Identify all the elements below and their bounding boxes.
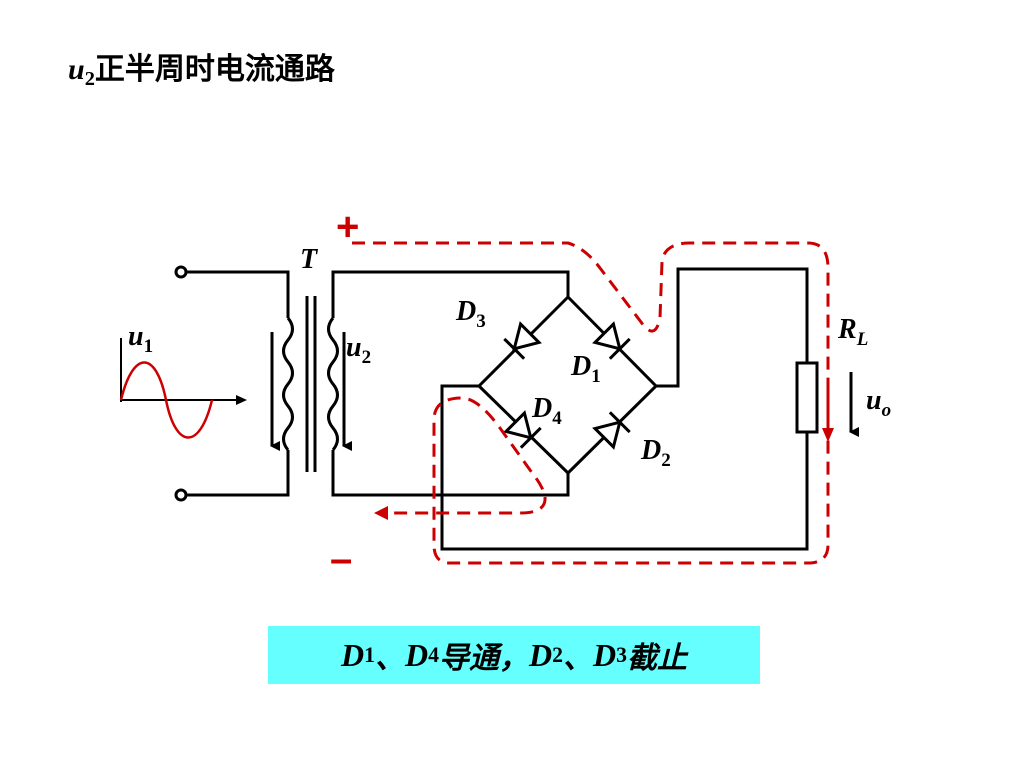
- output-wire-negative: [440, 384, 809, 551]
- current-direction-arrowhead-left: [374, 506, 388, 520]
- d1-label-var: D: [570, 351, 591, 382]
- voltage-arrows: [270, 332, 859, 451]
- title-subscript: 2: [84, 68, 95, 91]
- u1-label-sub: 1: [144, 336, 154, 357]
- note-d4-var: D: [405, 636, 429, 673]
- note-d3-var: D: [592, 636, 617, 673]
- diode-d3-symbol: [503, 321, 542, 360]
- input-terminal-bottom: [174, 488, 188, 502]
- output-side: [440, 267, 819, 551]
- sine-wave: [119, 361, 214, 439]
- uo-label-sub: o: [882, 400, 892, 421]
- d2-label-sub: 2: [661, 450, 671, 471]
- d2-label: D2: [640, 435, 671, 471]
- current-path: [352, 241, 830, 565]
- note-separator-2: 、: [562, 641, 593, 676]
- note-d2-var: D: [529, 636, 553, 673]
- rl-label-sub: L: [856, 329, 869, 350]
- positive-sign: +: [336, 205, 359, 249]
- primary-winding-coil: [282, 317, 294, 451]
- diode-bridge: [477, 295, 658, 475]
- u1-label: u1: [128, 321, 153, 357]
- note-d3-sub: 3: [616, 642, 627, 667]
- d1-label: D1: [570, 351, 601, 387]
- secondary-wire-bottom: [331, 450, 570, 497]
- transformer-label: T: [300, 244, 319, 275]
- u2-label-sub: 2: [362, 347, 372, 368]
- title-text: 正半周时电流通路: [94, 52, 335, 87]
- current-direction-arrowhead-down: [822, 428, 834, 442]
- d4-label-var: D: [531, 393, 552, 424]
- u2-label-var: u: [346, 332, 362, 363]
- secondary-side: [327, 270, 570, 497]
- diode-d1-symbol: [592, 321, 631, 360]
- waveform-x-axis-arrowhead: [236, 395, 247, 405]
- note-d1-sub: 1: [364, 642, 376, 667]
- diode-d4-symbol: [503, 410, 542, 449]
- uo-label-var: u: [866, 385, 882, 416]
- rl-label: RL: [837, 314, 868, 350]
- current-path-top: [352, 241, 830, 565]
- input-terminal-top: [174, 265, 188, 279]
- note-conducting-text: 导通，: [439, 641, 529, 676]
- secondary-winding-coil: [327, 317, 339, 451]
- diode-d2-symbol: [592, 411, 631, 450]
- title-variable: u: [68, 53, 85, 86]
- uo-label: uo: [866, 385, 891, 421]
- d2-label-var: D: [640, 435, 661, 466]
- secondary-wire-top: [331, 270, 570, 318]
- u1-label-var: u: [128, 321, 144, 352]
- negative-sign: –: [330, 537, 352, 581]
- input-waveform: [119, 338, 247, 439]
- page-title: u2正半周时电流通路: [68, 44, 335, 90]
- primary-side: [174, 265, 294, 502]
- d3-label: D3: [455, 296, 486, 332]
- note-d1-var: D: [341, 636, 365, 673]
- note-separator-1: 、: [375, 641, 406, 676]
- primary-wire-top: [186, 270, 290, 318]
- d4-label-sub: 4: [552, 408, 562, 429]
- output-wire-positive: [656, 267, 809, 388]
- d3-label-var: D: [455, 296, 476, 327]
- note-d4-sub: 4: [428, 642, 439, 667]
- load-resistor: [795, 361, 819, 434]
- note-cutoff-text: 截止: [626, 641, 687, 676]
- rl-label-var: R: [837, 314, 857, 345]
- u2-label: u2: [346, 332, 371, 368]
- primary-wire-bottom: [186, 450, 290, 497]
- d1-label-sub: 1: [591, 366, 601, 387]
- d4-label: D4: [531, 393, 562, 429]
- note-d2-sub: 2: [552, 642, 563, 667]
- d3-label-sub: 3: [476, 311, 486, 332]
- transformer-core: [305, 296, 317, 472]
